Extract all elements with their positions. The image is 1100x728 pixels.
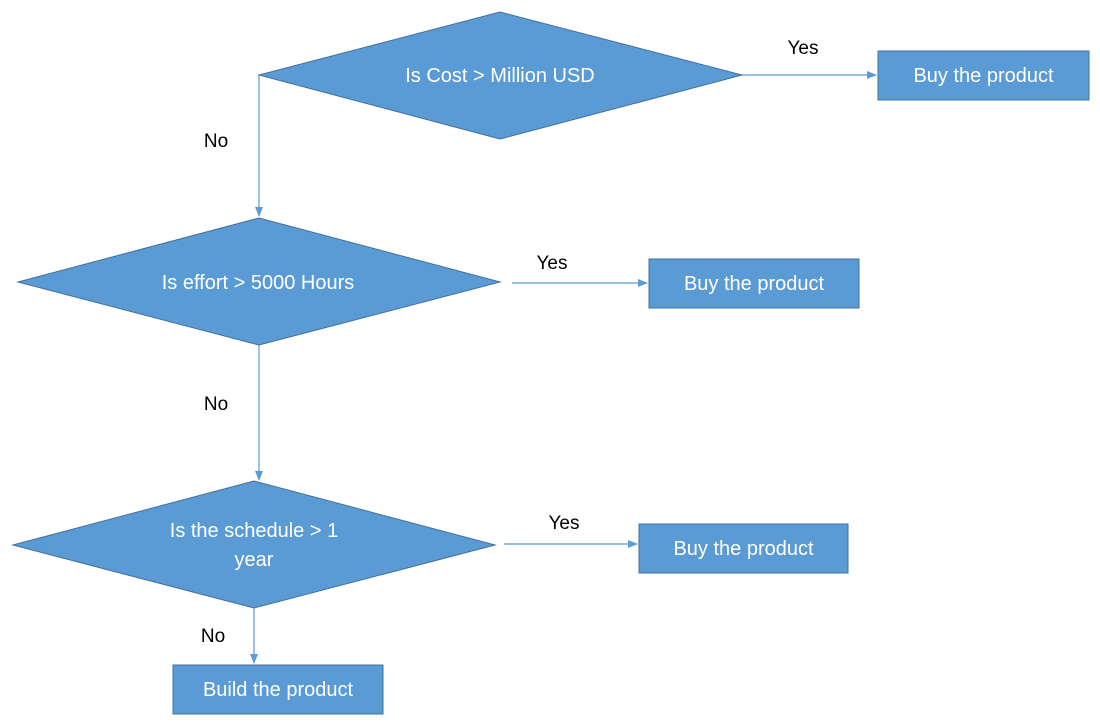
decision-schedule: Is the schedule > 1 year	[11, 480, 497, 609]
label-yes-1: Yes	[788, 38, 819, 59]
outcome-buy-1-text: Buy the product	[913, 65, 1054, 87]
outcome-build: Build the product	[172, 664, 384, 715]
label-yes-2: Yes	[537, 253, 568, 274]
decision-effort-text: Is effort > 5000 Hours	[162, 272, 355, 294]
outcome-buy-3: Buy the product	[638, 523, 849, 574]
outcome-buy-2: Buy the product	[648, 258, 860, 309]
label-yes-3: Yes	[549, 513, 580, 534]
outcome-buy-3-text: Buy the product	[673, 538, 814, 560]
decision-schedule-text-line2: year	[235, 549, 274, 571]
decision-schedule-text-line1: Is the schedule > 1	[170, 520, 338, 542]
decision-effort: Is effort > 5000 Hours	[16, 217, 502, 346]
label-no-2: No	[204, 394, 228, 415]
outcome-buy-1: Buy the product	[877, 50, 1090, 101]
label-no-1: No	[204, 131, 228, 152]
decision-cost-text: Is Cost > Million USD	[405, 65, 595, 87]
outcome-build-text: Build the product	[203, 679, 354, 701]
label-no-3: No	[201, 626, 225, 647]
decision-cost: Is Cost > Million USD	[257, 11, 744, 140]
outcome-buy-2-text: Buy the product	[684, 273, 825, 295]
